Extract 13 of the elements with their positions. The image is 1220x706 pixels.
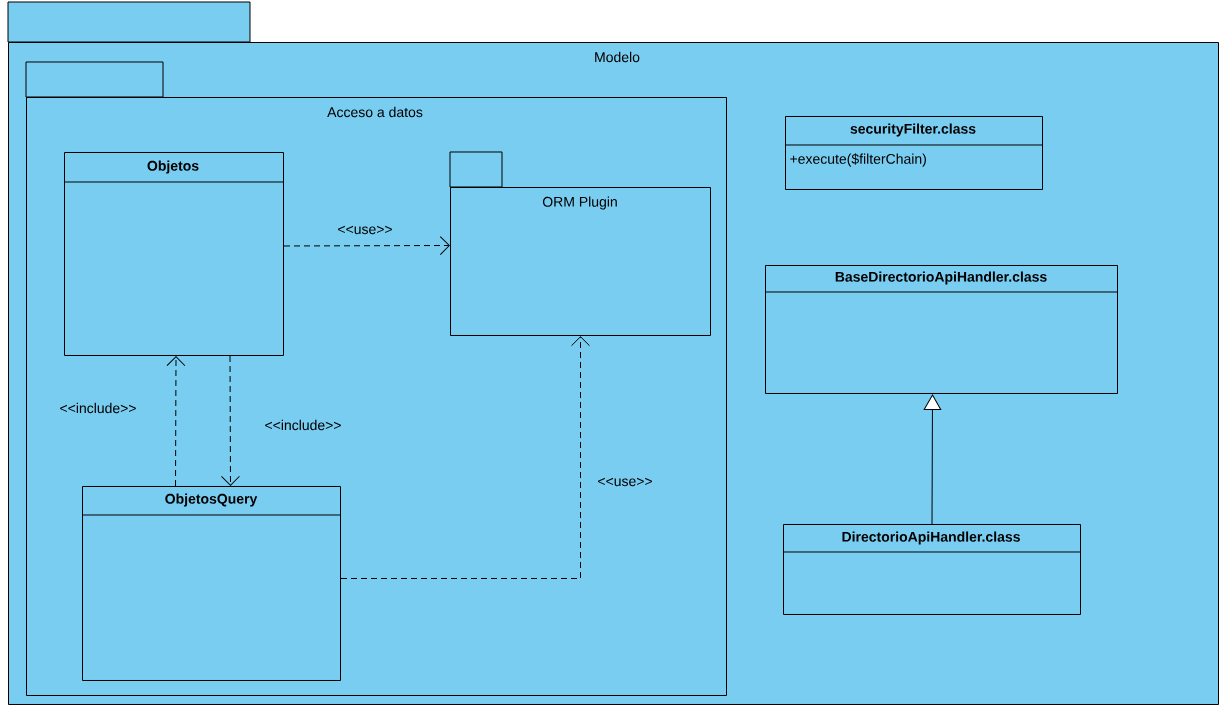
dependency-arrow [166, 356, 186, 487]
dependency-arrow [283, 236, 450, 255]
edge-label: <<use>> [336, 224, 394, 236]
inheritance-arrow [923, 394, 942, 525]
package-box: ORM Plugin [449, 151, 711, 336]
class-box: DirectorioApiHandler.class [782, 524, 1081, 615]
dependency-arrow [220, 355, 240, 486]
edge-label: <<use>> [596, 476, 654, 488]
dependency-arrow [340, 336, 590, 579]
class-box: BaseDirectorioApiHandler.class [764, 265, 1118, 394]
class-box: securityFilter.class +execute($filterChain) [784, 116, 1043, 190]
class-box: ObjetosQuery [81, 486, 341, 681]
class-box: Objetos [63, 152, 284, 356]
